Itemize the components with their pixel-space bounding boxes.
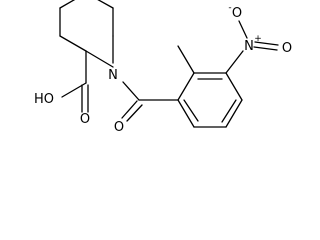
carboxylic-acid-group (61, 50, 89, 113)
nitro-oxygen-right-label: O (282, 41, 292, 56)
bond-nitro-o-right-b (253, 46, 278, 51)
substituents (177, 20, 279, 74)
bond-n-c2 (85, 50, 114, 68)
atom-labels: N HO O O N + O - O (34, 3, 292, 135)
bond-methyl (177, 45, 195, 74)
bond-ar-inner-3 (183, 99, 199, 122)
nitro-oxygen-top-label: O (232, 6, 242, 21)
molecule-structure: N HO O O N + O - O (34, 0, 292, 135)
bond-ar6-ar1 (177, 99, 195, 128)
nitro-oxygen-top-charge: - (228, 3, 231, 13)
piperidine-ring (59, 0, 114, 68)
amide-group (121, 81, 179, 122)
structure-canvas: N HO O O N + O - O (34, 0, 292, 135)
nitro-nitrogen-charge: + (254, 34, 262, 44)
bond-c4-c5 (59, 0, 76, 9)
acid-hydroxyl-label: HO (34, 92, 54, 107)
bond-n-camide (122, 81, 140, 101)
bond-camide-o-a (121, 100, 138, 119)
bond-ar1-ar2 (177, 72, 195, 101)
amide-oxygen-label: O (114, 120, 124, 135)
bond-ar-nitro (225, 50, 244, 74)
bond-ar3-ar4 (225, 72, 243, 101)
bond-ar-inner-2 (221, 99, 237, 123)
bond-c2-c3 (59, 35, 87, 52)
bond-nitro-o-top (238, 20, 248, 39)
ring-nitrogen-label: N (108, 68, 118, 83)
benzene-ring (177, 72, 243, 128)
bond-ar4-ar5 (225, 99, 243, 128)
nitro-nitrogen-label: N (244, 39, 254, 54)
acid-carbonyl-oxygen-label: O (80, 112, 90, 127)
bond-camide-o-b (126, 104, 143, 122)
bond-nitro-o-right-a (254, 41, 279, 46)
bond-c5-c6 (97, 0, 114, 9)
